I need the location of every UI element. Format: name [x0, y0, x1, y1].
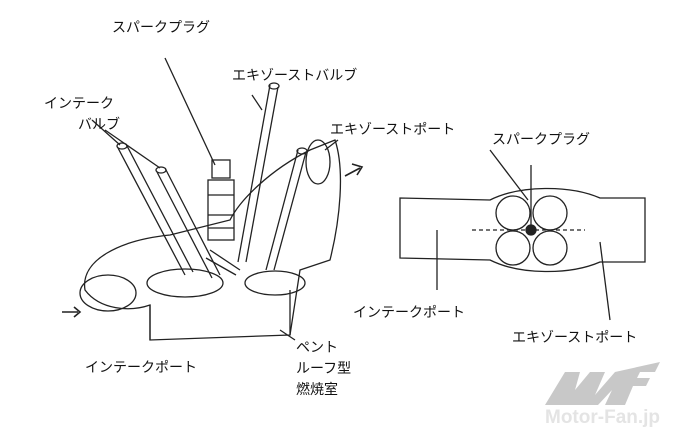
spark-plug-right-label: スパークプラグ: [492, 132, 590, 148]
exhaust-port-label: エキゾーストポート: [330, 122, 456, 138]
logo-text: Motor-Fan.jp: [545, 407, 661, 428]
spark-plug-label: スパークプラグ: [112, 20, 210, 36]
intake-valve-label-2: バルブ: [78, 117, 120, 133]
chamber-label-2: ルーフ型: [296, 361, 352, 377]
intake-port-label: インテークポート: [85, 360, 197, 376]
exhaust-valve-label: エキゾーストバルブ: [232, 68, 358, 84]
top-view-drawing: [399, 149, 646, 321]
cylinder-head-drawing: [62, 57, 364, 341]
intake-valve-label-1: インテーク: [44, 96, 114, 112]
exhaust-port-right-label: エキゾーストポート: [512, 330, 638, 346]
chamber-label-1: ペント: [296, 340, 338, 356]
intake-port-right-label: インテークポート: [353, 305, 465, 321]
chamber-label-3: 燃焼室: [296, 382, 338, 398]
